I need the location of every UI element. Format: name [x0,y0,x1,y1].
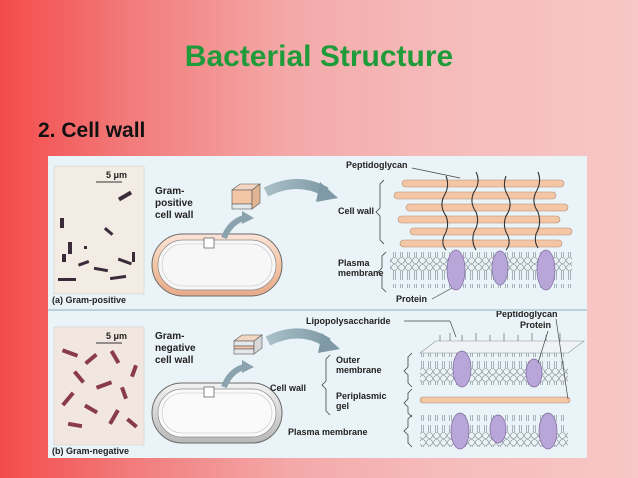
gn-protein-label: Protein [520,320,551,330]
slide-title: Bacterial Structure [184,40,454,73]
outer-membrane [419,333,585,385]
pink-rods [61,348,138,429]
gp-cell-wall-label: Cell wall [338,206,374,216]
gp-plasma-label-1: Plasma [338,258,371,268]
gn-cell-wall-label: Cell wall [270,383,306,393]
peptidoglycan-layers [393,179,573,248]
gram-negative-diagram: 5 μm (b) Gram-negative Gram- negative ce… [52,309,585,456]
lipopolysaccharide-label: Lipopolysaccharide [306,316,391,326]
thin-peptidoglycan [419,396,571,404]
gram-negative-label-1: Gram- [155,331,184,342]
outer-membrane-label-2: membrane [336,365,382,375]
gn-peptidoglycan-label: Peptidoglycan [496,311,558,319]
gram-negative-wall-cube [233,334,263,355]
gn-plasma-membrane-label: Plasma membrane [288,427,368,437]
gram-positive-micrograph [53,165,145,295]
gram-positive-label-1: Gram- [155,186,184,197]
periplasmic-label-1: Periplasmic [336,391,387,401]
slide-subtitle: 2. Cell wall [38,119,146,142]
periplasmic-label-2: gel [336,401,349,411]
zoom-arrow-large-2 [265,328,331,348]
outer-membrane-label-1: Outer [336,355,361,365]
gp-plasma-label-2: membrane [338,268,384,278]
cell-wall-figure: 5 μm (a) Gram-positive Gram- positive ce… [48,156,587,458]
gn-proteins [450,350,558,450]
gram-negative-label-2: negative [155,343,196,354]
zoom-arrow-large [263,179,329,197]
gram-positive-label-2: positive [155,198,193,209]
gram-negative-caption: (b) Gram-negative [52,446,129,456]
gram-negative-label-3: cell wall [155,355,194,366]
zoom-arrow-small [221,215,245,240]
peptidoglycan-label: Peptidoglycan [346,160,408,170]
gram-positive-scale: 5 μm [106,170,127,180]
gram-positive-panel: 5 μm (a) Gram-positive Gram- positive ce… [48,156,587,309]
gram-positive-label-3: cell wall [155,210,194,221]
gram-positive-diagram: 5 μm (a) Gram-positive Gram- positive ce… [52,160,573,305]
teichoic-acids [441,171,541,251]
gp-protein-label: Protein [396,294,427,304]
purple-rods [58,190,135,281]
gram-negative-scale: 5 μm [106,331,127,341]
gram-positive-wall-cube [231,183,261,210]
gram-positive-caption: (a) Gram-positive [52,295,126,305]
membrane-proteins [446,249,556,291]
gram-negative-panel: 5 μm (b) Gram-negative Gram- negative ce… [48,309,587,460]
